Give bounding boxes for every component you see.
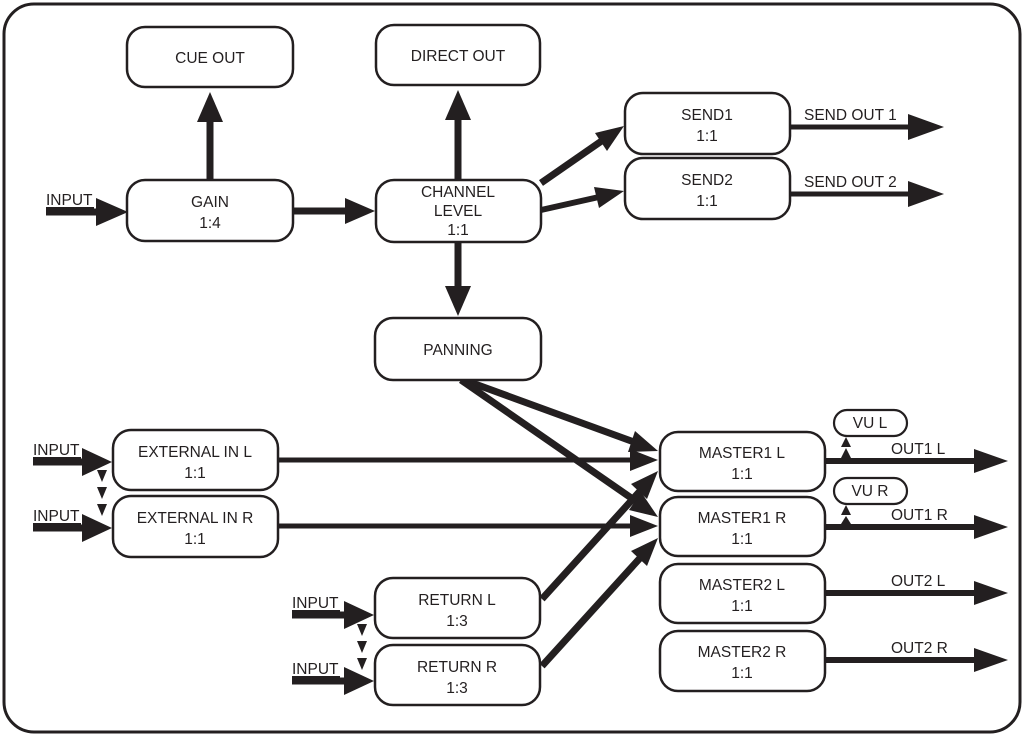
- node-external-in-l: EXTERNAL IN L 1:1: [111, 428, 280, 492]
- svg-text:MASTER2 R: MASTER2 R: [698, 644, 787, 661]
- svg-text:CUE OUT: CUE OUT: [175, 50, 245, 67]
- svg-text:INPUT: INPUT: [33, 442, 80, 459]
- send-out-2-label: SEND OUT 2: [804, 174, 897, 191]
- arrow-master2-r-to-out2-r: [825, 648, 1008, 672]
- svg-text:LEVEL: LEVEL: [434, 203, 483, 220]
- arrow-input-to-return-l: [292, 601, 374, 629]
- arrow-channel-level-to-send2: [540, 187, 624, 213]
- arrow-panning-to-master1-r: [459, 377, 658, 517]
- svg-text:1:1: 1:1: [447, 222, 469, 239]
- svg-text:DIRECT OUT: DIRECT OUT: [411, 48, 506, 65]
- svg-text:MASTER2 L: MASTER2 L: [699, 577, 786, 594]
- svg-text:INPUT: INPUT: [46, 192, 93, 209]
- svg-text:CHANNEL: CHANNEL: [421, 184, 495, 201]
- out2-l-label: OUT2 L: [891, 573, 946, 590]
- arrow-external-in-l-to-master1-l: [278, 449, 658, 471]
- arrow-input-to-external-in-r: [33, 514, 112, 542]
- arrow-input-to-return-r: [292, 667, 374, 695]
- send-out-1-label: SEND OUT 1: [804, 107, 897, 124]
- svg-text:1:1: 1:1: [184, 531, 206, 548]
- node-direct-out: DIRECT OUT: [374, 23, 542, 87]
- out1-l-label: OUT1 L: [891, 441, 946, 458]
- input-label-external-r: INPUT: [33, 508, 81, 525]
- input-label-gain: INPUT: [46, 192, 94, 209]
- stereo-link-external-inputs: [97, 470, 107, 516]
- vu-l-tap-arrow: [841, 437, 851, 458]
- arrow-send1-to-send-out-1: [790, 114, 944, 140]
- svg-text:1:1: 1:1: [184, 465, 206, 482]
- arrow-return-r-to-master1-r: [539, 538, 658, 669]
- arrow-external-in-r-to-master1-r: [278, 515, 658, 537]
- svg-text:1:1: 1:1: [731, 665, 753, 682]
- svg-text:1:1: 1:1: [731, 466, 753, 483]
- svg-text:MASTER1 L: MASTER1 L: [699, 445, 786, 462]
- node-master1-r: MASTER1 R 1:1: [658, 495, 827, 558]
- node-cue-out: CUE OUT: [125, 25, 295, 89]
- svg-text:1:1: 1:1: [696, 128, 718, 145]
- input-label-external-l: INPUT: [33, 442, 81, 459]
- out1-r-label: OUT1 R: [891, 507, 948, 524]
- node-gain: GAIN 1:4: [125, 178, 295, 243]
- arrow-input-to-external-in-l: [33, 448, 112, 476]
- out2-r-label: OUT2 R: [891, 640, 948, 657]
- arrow-master1-l-to-out1-l: [825, 449, 1008, 473]
- vu-r-tap-arrow: [841, 505, 851, 524]
- node-panning: PANNING: [373, 316, 543, 382]
- node-master2-l: MASTER2 L 1:1: [658, 562, 827, 625]
- arrow-gain-to-channel-level: [293, 198, 375, 224]
- arrow-input-to-gain: [46, 198, 128, 226]
- node-send2: SEND2 1:1: [623, 156, 792, 221]
- node-vu-r: VU R: [832, 476, 909, 506]
- arrow-gain-to-cue-out: [197, 92, 223, 180]
- svg-text:EXTERNAL IN R: EXTERNAL IN R: [137, 510, 254, 527]
- svg-text:1:3: 1:3: [446, 613, 468, 630]
- node-send1: SEND1 1:1: [623, 91, 792, 156]
- node-channel-level: CHANNEL LEVEL 1:1: [374, 178, 543, 244]
- arrow-channel-level-to-send1: [539, 126, 624, 186]
- node-master1-l: MASTER1 L 1:1: [658, 430, 827, 493]
- arrow-channel-level-to-panning: [445, 242, 471, 316]
- svg-text:SEND1: SEND1: [681, 107, 733, 124]
- svg-text:VU R: VU R: [851, 483, 888, 500]
- arrow-master2-l-to-out2-l: [825, 581, 1008, 605]
- node-return-l: RETURN L 1:3: [373, 576, 542, 640]
- svg-text:INPUT: INPUT: [292, 661, 339, 678]
- input-label-return-l: INPUT: [292, 595, 340, 612]
- svg-text:INPUT: INPUT: [292, 595, 339, 612]
- arrow-channel-level-to-direct-out: [445, 90, 471, 180]
- node-external-in-r: EXTERNAL IN R 1:1: [111, 494, 280, 559]
- svg-text:1:1: 1:1: [731, 598, 753, 615]
- arrow-send2-to-send-out-2: [790, 181, 944, 207]
- arrow-panning-to-master1-l: [462, 376, 658, 452]
- arrow-master1-r-to-out1-r: [825, 515, 1008, 539]
- stereo-link-return-inputs: [357, 624, 367, 670]
- arrow-return-l-to-master1-l: [539, 471, 658, 602]
- svg-text:1:3: 1:3: [446, 680, 468, 697]
- input-label-return-r: INPUT: [292, 661, 340, 678]
- svg-text:VU L: VU L: [853, 415, 888, 432]
- svg-text:RETURN R: RETURN R: [417, 659, 497, 676]
- node-return-r: RETURN R 1:3: [373, 643, 542, 707]
- node-vu-l: VU L: [832, 408, 909, 438]
- svg-text:PANNING: PANNING: [423, 342, 492, 359]
- svg-text:MASTER1 R: MASTER1 R: [698, 510, 787, 527]
- svg-text:RETURN L: RETURN L: [418, 592, 496, 609]
- svg-text:1:1: 1:1: [731, 531, 753, 548]
- node-master2-r: MASTER2 R 1:1: [658, 629, 827, 693]
- svg-text:INPUT: INPUT: [33, 508, 80, 525]
- svg-text:1:1: 1:1: [696, 193, 718, 210]
- svg-text:EXTERNAL IN L: EXTERNAL IN L: [138, 444, 252, 461]
- svg-text:1:4: 1:4: [199, 215, 221, 232]
- svg-text:SEND2: SEND2: [681, 172, 733, 189]
- svg-text:GAIN: GAIN: [191, 194, 229, 211]
